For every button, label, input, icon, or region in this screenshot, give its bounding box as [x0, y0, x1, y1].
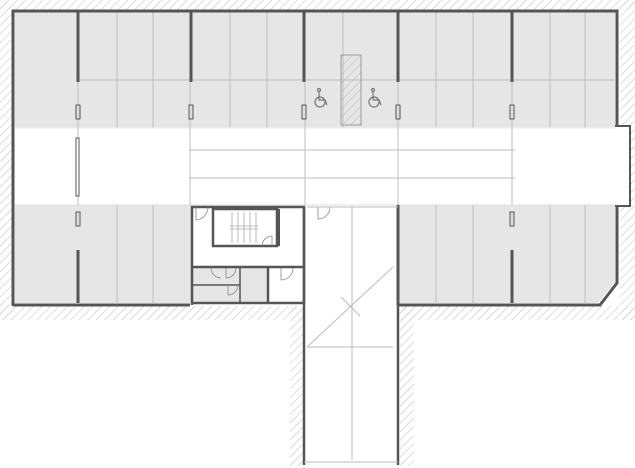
vehicle-ramp	[302, 206, 400, 465]
exterior-walls	[11, 9, 619, 307]
columns	[75, 104, 515, 227]
wheelchair-icon	[368, 87, 382, 108]
partition-walls	[76, 12, 514, 305]
door-swings	[195, 206, 331, 296]
parking-zones	[15, 12, 615, 303]
east-bay-window	[615, 125, 631, 207]
ramp-column	[340, 54, 362, 126]
wheelchair-icon	[314, 87, 328, 108]
stair-treads	[230, 212, 258, 243]
